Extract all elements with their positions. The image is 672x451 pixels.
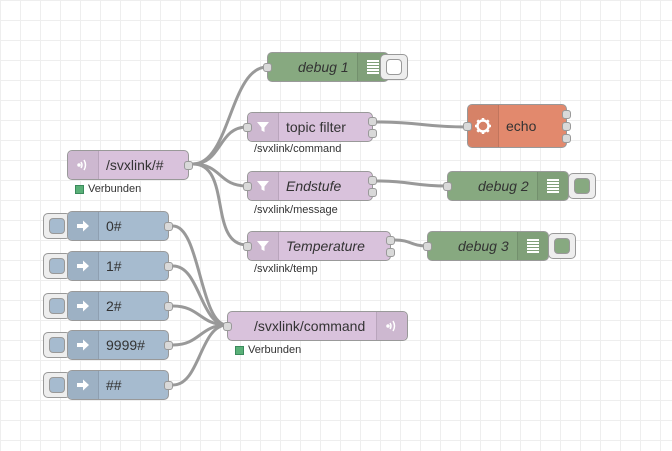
arrow-right-icon: [68, 252, 99, 280]
node-property-label: /svxlink/message: [254, 204, 338, 216]
toggle-inner: [49, 258, 65, 274]
output-port-2[interactable]: [368, 129, 377, 138]
input-port[interactable]: [243, 123, 252, 132]
input-port[interactable]: [423, 242, 432, 251]
inject-trigger-button[interactable]: [43, 253, 71, 279]
debug-1-node[interactable]: debug 1: [263, 52, 389, 82]
radio-waves-icon: [376, 312, 407, 340]
temperature-switch-node[interactable]: Temperature: [243, 231, 395, 261]
mqtt-out-node[interactable]: /svxlink/command: [223, 311, 408, 341]
inject-trigger-button[interactable]: [43, 332, 71, 358]
node-label: /svxlink/command: [254, 318, 366, 334]
output-port-2[interactable]: [368, 188, 377, 197]
node-label: 0#: [106, 218, 122, 234]
node-property-label: /svxlink/command: [254, 143, 342, 155]
inject-trigger-button[interactable]: [43, 293, 71, 319]
gear-icon: [468, 105, 499, 147]
debug-3-node[interactable]: debug 3: [423, 231, 549, 261]
output-port[interactable]: [164, 222, 173, 231]
filter-icon: [248, 113, 279, 141]
node-label: debug 1: [298, 59, 349, 75]
node-label: /svxlink/#: [106, 157, 164, 173]
node-label: echo: [506, 118, 537, 134]
wire-injecthash-mqttout: [171, 323, 229, 387]
output-port[interactable]: [164, 381, 173, 390]
connection-status: Verbunden: [235, 344, 301, 356]
node-property-label: /svxlink/temp: [254, 263, 318, 275]
debug-toggle-button[interactable]: [548, 233, 576, 259]
wire-inject0-mqttout: [171, 224, 229, 327]
status-text: Verbunden: [248, 344, 302, 356]
output-port[interactable]: [164, 341, 173, 350]
output-port-1[interactable]: [368, 176, 377, 185]
node-label: debug 2: [478, 178, 529, 194]
wire-mqttin-temperature: [191, 162, 249, 247]
node-label: Endstufe: [286, 178, 342, 194]
output-port[interactable]: [184, 161, 193, 170]
endstufe-switch-node[interactable]: Endstufe: [243, 171, 377, 201]
list-icon: [537, 172, 568, 200]
node-label: 2#: [106, 298, 122, 314]
status-dot: [75, 184, 84, 194]
echo-function-node[interactable]: echo: [463, 104, 571, 148]
node-label: 1#: [106, 258, 122, 274]
toggle-inner: [49, 337, 65, 353]
inject-hash-node[interactable]: ##: [67, 370, 173, 400]
arrow-right-icon: [68, 212, 99, 240]
input-port[interactable]: [263, 63, 272, 72]
radio-waves-icon: [68, 151, 99, 179]
inject-2-node[interactable]: 2#: [67, 291, 173, 321]
wire-topicfilter-echo: [375, 120, 469, 129]
node-label: 9999#: [106, 337, 145, 353]
toggle-inner: [49, 377, 65, 393]
toggle-inner: [554, 238, 570, 254]
mqtt-in-node[interactable]: /svxlink/#: [67, 150, 193, 180]
arrow-right-icon: [68, 371, 99, 399]
output-port-1[interactable]: [386, 236, 395, 245]
output-port-2[interactable]: [562, 122, 571, 131]
input-port[interactable]: [463, 122, 472, 131]
node-label: topic filter: [286, 119, 346, 135]
input-port[interactable]: [223, 322, 232, 331]
inject-1-node[interactable]: 1#: [67, 251, 173, 281]
input-port[interactable]: [243, 242, 252, 251]
wire-mqttin-endstufe: [191, 162, 249, 188]
output-port-1[interactable]: [368, 117, 377, 126]
node-label: debug 3: [458, 238, 509, 254]
output-port[interactable]: [164, 262, 173, 271]
arrow-right-icon: [68, 331, 99, 359]
inject-trigger-button[interactable]: [43, 213, 71, 239]
output-port-2[interactable]: [386, 248, 395, 257]
node-label: ##: [106, 377, 122, 393]
filter-icon: [248, 172, 279, 200]
toggle-inner: [49, 218, 65, 234]
inject-trigger-button[interactable]: [43, 372, 71, 398]
wire-mqttin-topicfilter: [191, 125, 249, 166]
debug-2-node[interactable]: debug 2: [443, 171, 569, 201]
output-port-3[interactable]: [562, 134, 571, 143]
debug-toggle-button[interactable]: [568, 173, 596, 199]
status-dot: [235, 345, 244, 355]
arrow-right-icon: [68, 292, 99, 320]
topic-filter-node[interactable]: topic filter: [243, 112, 377, 142]
node-label: Temperature: [286, 238, 365, 254]
connection-status: Verbunden: [75, 183, 141, 195]
inject-9999-node[interactable]: 9999#: [67, 330, 173, 360]
list-icon: [517, 232, 548, 260]
toggle-inner: [574, 178, 590, 194]
input-port[interactable]: [443, 182, 452, 191]
wire-endstufe-debug2: [375, 179, 449, 188]
output-port[interactable]: [164, 302, 173, 311]
debug-toggle-button[interactable]: [380, 54, 408, 80]
filter-icon: [248, 232, 279, 260]
status-text: Verbunden: [88, 183, 142, 195]
inject-0-node[interactable]: 0#: [67, 211, 173, 241]
toggle-inner: [49, 298, 65, 314]
input-port[interactable]: [243, 182, 252, 191]
output-port-1[interactable]: [562, 110, 571, 119]
toggle-inner: [386, 59, 402, 75]
